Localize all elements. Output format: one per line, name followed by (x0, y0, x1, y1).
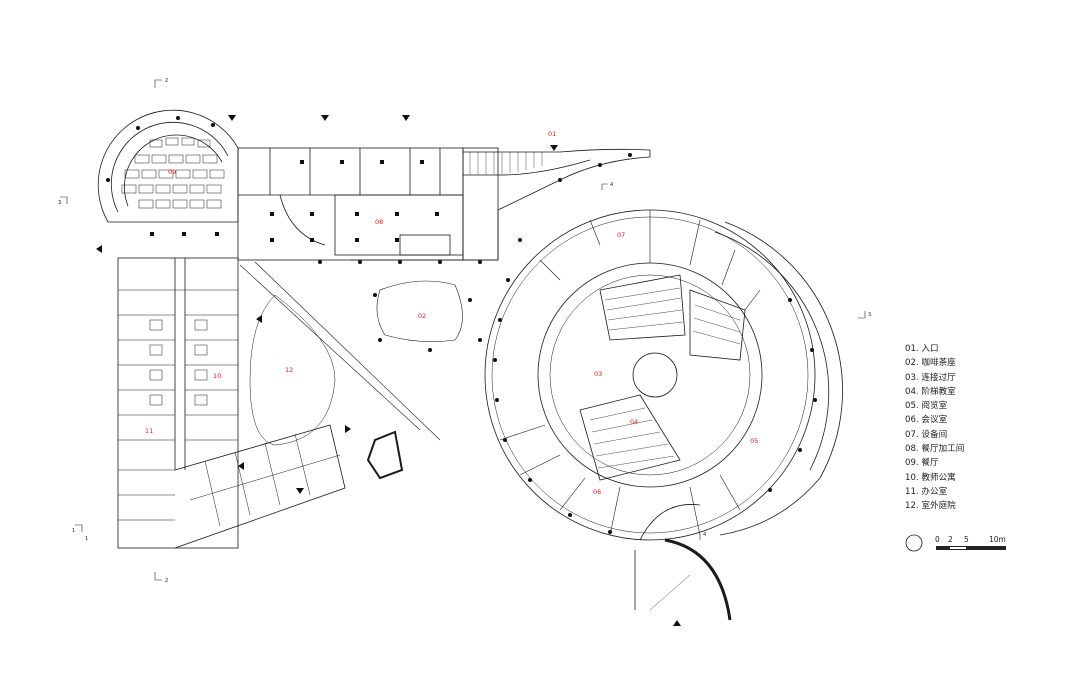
room-label-03: 03 (594, 370, 602, 378)
apartment-block (117, 257, 239, 549)
small-pavilion (366, 430, 404, 480)
room-label-10: 10 (213, 372, 221, 380)
room-label-01: 01 (548, 130, 556, 138)
legend-item: 05. 阅览室 (905, 401, 948, 412)
legend-item: 04. 阶梯教室 (905, 386, 956, 397)
svg-text:2: 2 (165, 578, 168, 584)
svg-text:2: 2 (165, 78, 168, 84)
section-mark-left-lower: 1 (72, 524, 83, 534)
room-label-07: 07 (617, 231, 625, 239)
legend: 01. 入口 02. 咖啡茶座 03. 连接过厅 04. 阶梯教室 05. 阅览… (905, 342, 964, 514)
room-label-11: 11 (145, 427, 153, 435)
room-label-02: 02 (418, 312, 426, 320)
legend-item: 09. 餐厅 (905, 458, 939, 469)
section-mark-left-upper: 3 (58, 196, 68, 206)
entrance-canopy (463, 148, 651, 211)
section-mark-south: 4 (699, 532, 706, 540)
section-mark-bottom: 2 (154, 572, 168, 584)
legend-item: 10. 教师公寓 (905, 472, 956, 483)
scale-label-0: 0 (935, 535, 940, 544)
room-label-04: 04 (630, 418, 638, 426)
room-label-05: 05 (750, 437, 758, 445)
legend-item: 08. 餐厅加工间 (905, 444, 965, 455)
room-label-12: 12 (285, 366, 293, 374)
legend-item: 12. 室外庭院 (905, 501, 956, 512)
legend-item: 03. 连接过厅 (905, 372, 956, 383)
entry-markers (96, 115, 681, 626)
lower-wing (174, 424, 346, 549)
section-mark-top: 2 (154, 78, 168, 88)
svg-text:1: 1 (72, 528, 75, 534)
svg-text:3: 3 (868, 312, 871, 318)
scale-bar-line (936, 546, 1006, 550)
legend-item: 11. 办公室 (905, 486, 948, 497)
scale-bar: 0 2 5 10m (903, 530, 1013, 560)
scale-label-10m: 10m (989, 535, 1006, 544)
legend-item: 07. 设备间 (905, 429, 948, 440)
svg-text:1: 1 (85, 536, 88, 542)
svg-text:4: 4 (610, 182, 613, 188)
section-mark-right: 3 (858, 311, 871, 319)
central-hall (632, 352, 678, 398)
section-mark-entrance: 4 (601, 182, 613, 190)
reading-room-arc (714, 231, 830, 471)
scale-label-2: 2 (948, 535, 953, 544)
structural-columns (106, 116, 817, 534)
svg-text:4: 4 (703, 532, 706, 538)
cafe-seating (376, 280, 463, 342)
legend-item: 06. 会议室 (905, 415, 948, 426)
room-label-09: 09 (168, 168, 176, 176)
kitchen-block (237, 147, 464, 261)
room-label-08: 08 (375, 218, 383, 226)
dining-tables (121, 137, 225, 209)
scale-label-5: 5 (964, 535, 969, 544)
dining-hall-outline (97, 109, 239, 223)
lecture-hall-lower (579, 394, 681, 481)
main-rotunda-middle (537, 262, 763, 488)
courtyard (249, 294, 336, 446)
legend-item: 02. 咖啡茶座 (905, 358, 956, 369)
legend-item: 01. 入口 (905, 344, 939, 354)
room-label-06: 06 (593, 488, 601, 496)
lecture-hall-upper (599, 274, 686, 341)
section-mark-lower-1: 1 (85, 536, 88, 542)
dining-hall-inner (110, 121, 229, 213)
svg-text:3: 3 (58, 200, 61, 206)
